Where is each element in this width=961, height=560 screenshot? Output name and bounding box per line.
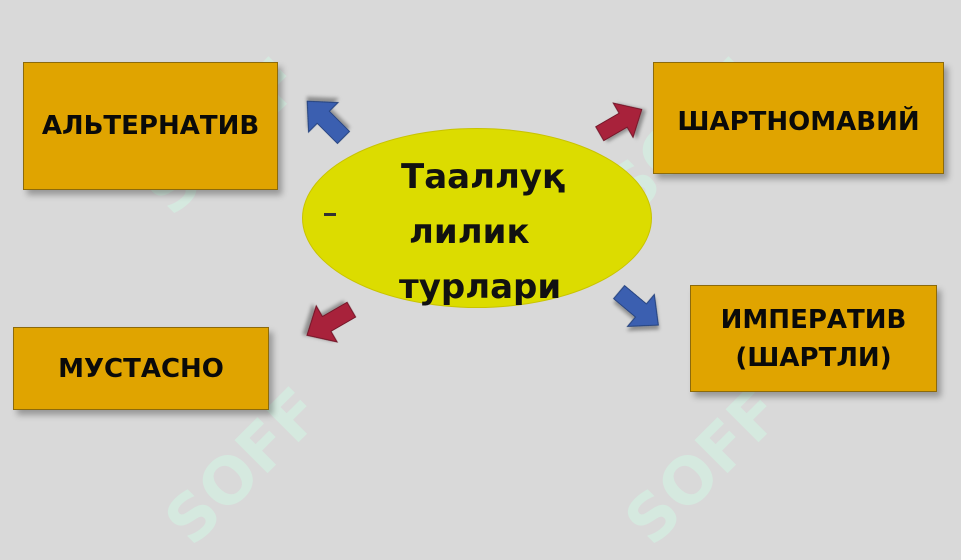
box-top-right-label: ШАРТНОМАВИЙ [677,107,920,137]
box-bottom-left-label: МУСТАСНО [58,353,224,384]
center-title-line-1: Тааллуқ [401,157,566,197]
center-ellipse [302,128,652,308]
box-bottom-right-label-2: (ШАРТЛИ) [735,342,892,373]
arrow-bottom-right-icon [612,284,659,327]
box-top-left: АЛЬТЕРНАТИВ [23,62,278,190]
box-bottom-left: МУСТАСНО [13,327,269,410]
arrows-layer [306,100,659,343]
center-title-line-3: турлари [399,267,562,307]
box-bottom-right-label-1: ИМПЕРАТИВ [720,304,907,335]
slide: { "center": { "lines": ["Таал\u043b\u044… [13,44,944,560]
box-bottom-right: ИМПЕРАТИВ (ШАРТЛИ) [690,285,937,392]
arrow-top-left-icon [306,100,351,145]
arrow-bottom-left-icon [306,301,357,343]
box-top-right: ШАРТНОМАВИЙ [653,62,944,174]
box-top-left-label: АЛЬТЕРНАТИВ [41,111,260,141]
center-title-line-2: лилик [409,212,530,252]
center-title: Тааллуқ лилик турлари [395,150,595,315]
arrow-top-right-icon [595,102,643,142]
dash-mark [324,213,336,216]
